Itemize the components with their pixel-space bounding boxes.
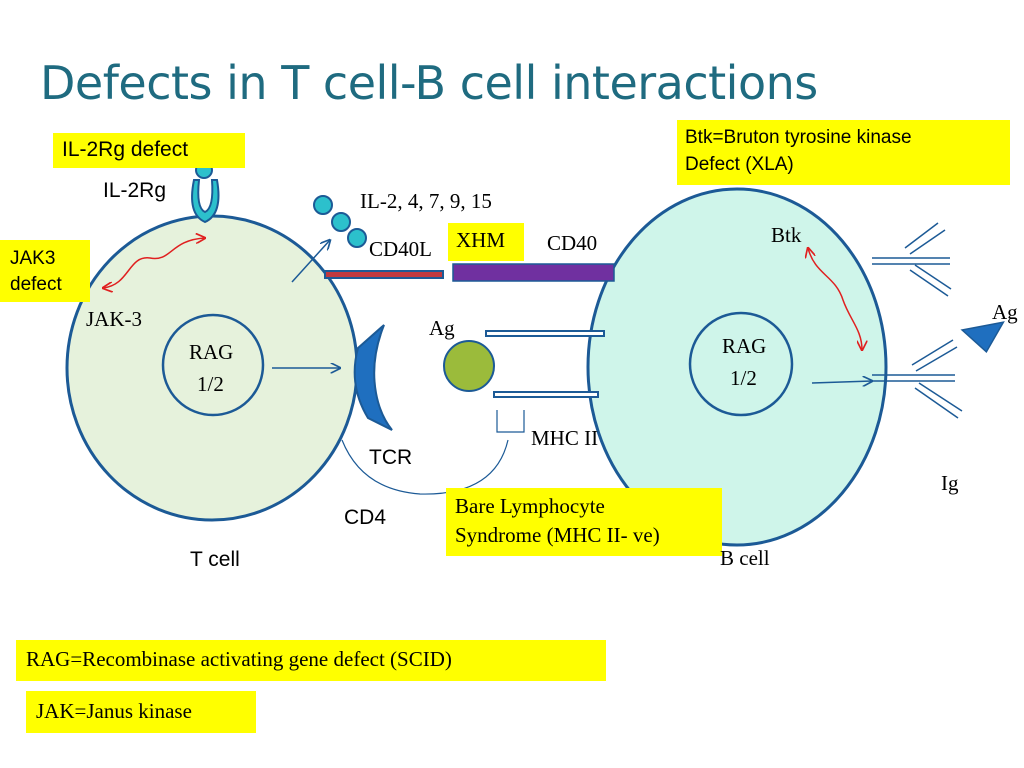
cd4-link (341, 439, 509, 495)
immunoglobulin-upper (872, 222, 952, 297)
jak3-defect-label-line2: defect (10, 274, 62, 295)
mhc-label: MHC II (531, 426, 599, 450)
tcr-label: TCR (369, 446, 413, 469)
cd40l-label: CD40L (369, 237, 432, 261)
t-cell-rag-line2: 1/2 (197, 372, 224, 396)
jak3-signal-arrow (103, 238, 205, 288)
btk-callout-line2: Defect (XLA) (685, 154, 794, 175)
xhm-callout (448, 223, 524, 261)
b-cell-nucleus (688, 311, 794, 417)
cytokine-dot (331, 212, 351, 232)
bare-lymphocyte-line2: Syndrome (MHC II- ve) (455, 523, 660, 547)
cd4-label: CD4 (344, 506, 387, 529)
immunoglobulin-lower (872, 339, 963, 419)
rag-definition-label: RAG=Recombinase activating gene defect (… (26, 647, 452, 671)
bare-lymphocyte-callout (446, 488, 722, 556)
cd40-label: CD40 (547, 231, 598, 255)
mhc-bar-lower (493, 391, 599, 398)
xhm-label: XHM (456, 228, 506, 252)
bare-lymphocyte-line1: Bare Lymphocyte (455, 494, 605, 518)
ig-label: Ig (941, 471, 959, 495)
b-cell-rag-line1: RAG (722, 334, 767, 358)
btk-label: Btk (771, 223, 802, 247)
mhc-bracket (496, 410, 525, 433)
b-cell-rag-arrow (811, 381, 872, 383)
il2rg-defect-label: IL-2Rg defect (62, 138, 189, 161)
rag-definition-callout (16, 640, 606, 681)
il2rg-defect-callout (53, 133, 245, 168)
page-title: Defects in T cell-B cell interactions (40, 56, 818, 110)
jak-definition-callout (26, 691, 256, 733)
cytokines-label: IL-2, 4, 7, 9, 15 (360, 189, 492, 213)
t-cell-nucleus (161, 313, 265, 417)
antigen-right-label: Ag (992, 300, 1018, 324)
jak3-defect-label-line1: JAK3 (10, 248, 56, 269)
jak3-label: JAK-3 (86, 307, 142, 331)
btk-signal-arrow (808, 248, 862, 350)
jak3-defect-callout (0, 240, 90, 302)
antigen-triangle (960, 321, 1005, 354)
btk-callout (677, 120, 1010, 185)
il2rg-receptor (191, 179, 220, 224)
tcr-receptor (353, 324, 393, 431)
mhc-bar-upper (485, 330, 605, 337)
jak-definition-label: JAK=Janus kinase (36, 699, 192, 723)
cytokine-secretion-arrow (291, 240, 330, 283)
cytokine-dot (313, 195, 333, 215)
cytokine-dot (347, 228, 367, 248)
t-cell-label: T cell (190, 548, 240, 571)
cd40l-bar (324, 270, 444, 279)
il2rg-label: IL-2Rg (103, 179, 167, 202)
antigen (443, 340, 495, 392)
cd40-bar (452, 263, 615, 282)
b-cell-label: B cell (720, 546, 770, 570)
b-cell-rag-line2: 1/2 (730, 366, 757, 390)
btk-callout-line1: Btk=Bruton tyrosine kinase (685, 127, 912, 148)
antigen-label: Ag (429, 316, 455, 340)
t-cell-rag-line1: RAG (189, 340, 234, 364)
